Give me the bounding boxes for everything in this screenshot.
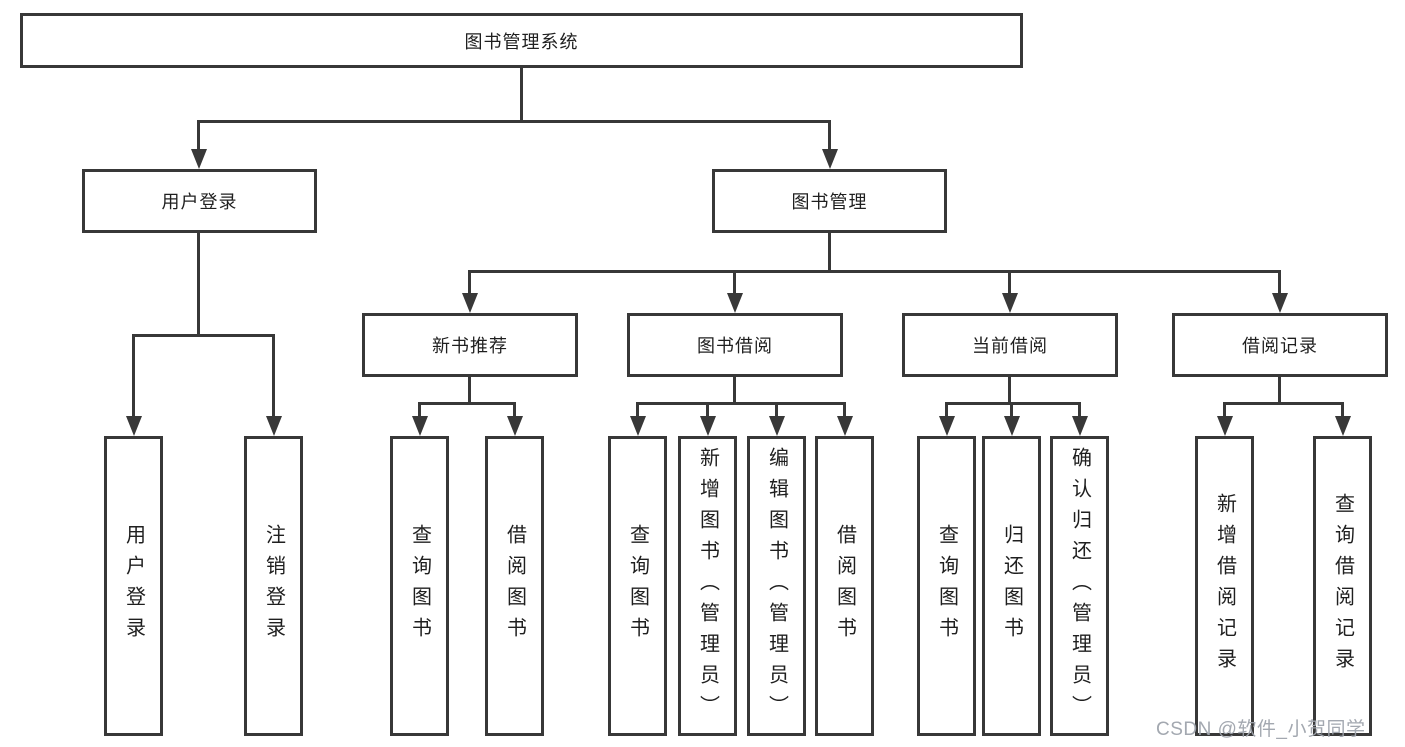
arrow-down-icon	[191, 149, 207, 169]
connector-drop	[1008, 270, 1011, 295]
arrow-down-icon	[822, 149, 838, 169]
connector-recommend-stem	[468, 377, 471, 404]
connector-drop	[468, 270, 471, 295]
connector-drop	[513, 402, 516, 418]
connector-borrow-bus	[636, 402, 846, 405]
arrow-down-icon	[630, 416, 646, 436]
connector-drop	[1223, 402, 1226, 418]
connector-drop	[418, 402, 421, 418]
connector-drop	[945, 402, 948, 418]
connector-drop	[636, 402, 639, 418]
leaf-query-books: 查询图书	[390, 436, 449, 736]
connector-level3-bus	[468, 270, 1281, 273]
connector-drop	[197, 120, 200, 152]
connector-login-stem	[197, 233, 200, 337]
connector-borrow-stem	[733, 377, 736, 404]
arrow-down-icon	[266, 416, 282, 436]
connector-drop	[1341, 402, 1344, 418]
leaf-query-borrow-record: 查询借阅记录	[1313, 436, 1372, 736]
connector-drop	[1278, 270, 1281, 295]
leaf-add-books-admin: 新增图书（管理员）	[678, 436, 737, 736]
connector-level2-bus	[197, 120, 831, 123]
connector-drop	[775, 402, 778, 418]
arrow-down-icon	[700, 416, 716, 436]
node-book-borrow: 图书借阅	[627, 313, 843, 377]
connector-drop	[828, 120, 831, 152]
arrow-down-icon	[1272, 293, 1288, 313]
leaf-confirm-return-admin: 确认归还（管理员）	[1050, 436, 1109, 736]
connector-current-stem	[1008, 377, 1011, 404]
connector-drop	[272, 334, 275, 418]
leaf-query-books: 查询图书	[917, 436, 976, 736]
csdn-watermark: CSDN @软件_小贺同学	[1156, 719, 1366, 740]
node-borrow-records: 借阅记录	[1172, 313, 1388, 377]
node-user-login: 用户登录	[82, 169, 317, 233]
connector-drop	[1010, 402, 1013, 418]
connector-root-stem	[520, 68, 523, 122]
connector-drop	[706, 402, 709, 418]
connector-login-bus	[132, 334, 275, 337]
arrow-down-icon	[1335, 416, 1351, 436]
arrow-down-icon	[1217, 416, 1233, 436]
node-new-book-recommend: 新书推荐	[362, 313, 578, 377]
connector-recommend-bus	[418, 402, 516, 405]
arrow-down-icon	[1002, 293, 1018, 313]
connector-current-bus	[945, 402, 1081, 405]
node-current-borrow: 当前借阅	[902, 313, 1118, 377]
arrow-down-icon	[769, 416, 785, 436]
arrow-down-icon	[462, 293, 478, 313]
connector-records-stem	[1278, 377, 1281, 404]
arrow-down-icon	[837, 416, 853, 436]
node-root-system: 图书管理系统	[20, 13, 1023, 68]
connector-records-bus	[1223, 402, 1344, 405]
arrow-down-icon	[727, 293, 743, 313]
connector-drop	[132, 334, 135, 418]
leaf-return-books: 归还图书	[982, 436, 1041, 736]
leaf-logout: 注销登录	[244, 436, 303, 736]
connector-drop	[1078, 402, 1081, 418]
arrow-down-icon	[126, 416, 142, 436]
connector-drop	[733, 270, 736, 295]
arrow-down-icon	[1072, 416, 1088, 436]
leaf-edit-books-admin: 编辑图书（管理员）	[747, 436, 806, 736]
arrow-down-icon	[412, 416, 428, 436]
leaf-query-books: 查询图书	[608, 436, 667, 736]
arrow-down-icon	[507, 416, 523, 436]
connector-drop	[843, 402, 846, 418]
leaf-borrow-books: 借阅图书	[485, 436, 544, 736]
leaf-borrow-books: 借阅图书	[815, 436, 874, 736]
node-book-management: 图书管理	[712, 169, 947, 233]
leaf-add-borrow-record: 新增借阅记录	[1195, 436, 1254, 736]
connector-mgmt-stem	[828, 233, 831, 273]
arrow-down-icon	[1004, 416, 1020, 436]
arrow-down-icon	[939, 416, 955, 436]
leaf-user-login: 用户登录	[104, 436, 163, 736]
